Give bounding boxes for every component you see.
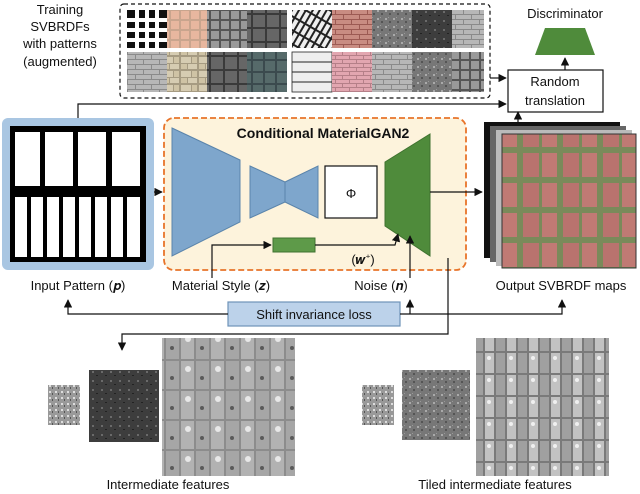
discriminator-label: Discriminator: [527, 6, 604, 21]
intermediate-features: [48, 338, 295, 476]
sample-orange-tiles: [167, 10, 207, 48]
input-pattern-label: Input Pattern (𝒑): [31, 278, 126, 293]
arrow-loss-to-input: [63, 299, 228, 315]
line-pattern-top: [77, 103, 490, 120]
training-label-line2: SVBRDFs: [30, 19, 90, 34]
arrow-features-branch: [117, 258, 449, 351]
style-vector-bar: [272, 237, 316, 253]
material-style-label: Material Style (𝒛): [172, 278, 270, 293]
w-plus-label: (𝒘⁺): [351, 252, 374, 267]
encoder-shape: [171, 127, 241, 257]
sample-diagonal-bricks: [292, 10, 332, 48]
sample-light-bricks: [127, 52, 167, 92]
shift-loss-box: [227, 301, 401, 327]
tiled-intermediate-features: [362, 338, 609, 476]
sample-dark-stone: [207, 52, 247, 92]
random-translation-box: [507, 69, 604, 113]
output-maps: [484, 122, 637, 269]
sample-gray-bricks: [452, 10, 484, 48]
training-samples: [127, 10, 484, 93]
sample-dark-tiles: [247, 10, 287, 48]
intermediate-large: [162, 338, 295, 476]
sample-blue-tiles: [247, 52, 287, 92]
arrow-bar-to-decoder: [315, 233, 401, 246]
tiled-mid: [402, 370, 470, 440]
sample-gray-noise: [372, 10, 412, 48]
noise-label: Noise (𝒏): [354, 278, 407, 293]
output-maps-label: Output SVBRDF maps: [496, 278, 627, 293]
sample-gray-tiles: [207, 10, 247, 48]
sample-gray-wall: [372, 52, 412, 92]
bottleneck-right: [284, 165, 319, 219]
generator-title: Conditional MaterialGAN2: [237, 125, 410, 141]
training-label-line3: with patterns: [22, 36, 97, 51]
shift-loss-label: Shift invariance loss: [256, 307, 372, 322]
tiled-large: [476, 338, 609, 476]
training-samples-box: [119, 3, 491, 99]
decoder-shape: [384, 133, 431, 257]
random-translation-line2: translation: [525, 93, 585, 108]
arrow-style-to-bar: [211, 240, 272, 278]
intermediate-mid: [89, 370, 159, 442]
training-label-line1: Training: [37, 2, 83, 17]
intermediate-features-label: Intermediate features: [107, 477, 230, 492]
tiled-features-label: Tiled intermediate features: [418, 477, 572, 492]
sample-dark-noise: [412, 10, 452, 48]
intermediate-small: [48, 385, 80, 425]
output-map-front: [501, 133, 637, 269]
phi-symbol: Φ: [346, 186, 356, 201]
input-pattern-image: [10, 126, 146, 262]
sample-planks-lines: [292, 61, 332, 83]
sample-red-bricks: [332, 10, 372, 48]
random-translation-line1: Random: [530, 74, 579, 89]
discriminator-shape: [535, 28, 595, 55]
sample-gray-texture-2: [452, 52, 484, 92]
phi-box: [324, 165, 378, 219]
sample-grid-lines: [127, 10, 167, 48]
tiled-small: [362, 385, 394, 425]
sample-pink-bricks: [332, 52, 372, 92]
sample-gray-texture: [412, 52, 452, 92]
training-label-line4: (augmented): [23, 54, 97, 69]
arrow-loss-to-output: [400, 299, 567, 315]
sample-beige-stone: [167, 52, 207, 92]
